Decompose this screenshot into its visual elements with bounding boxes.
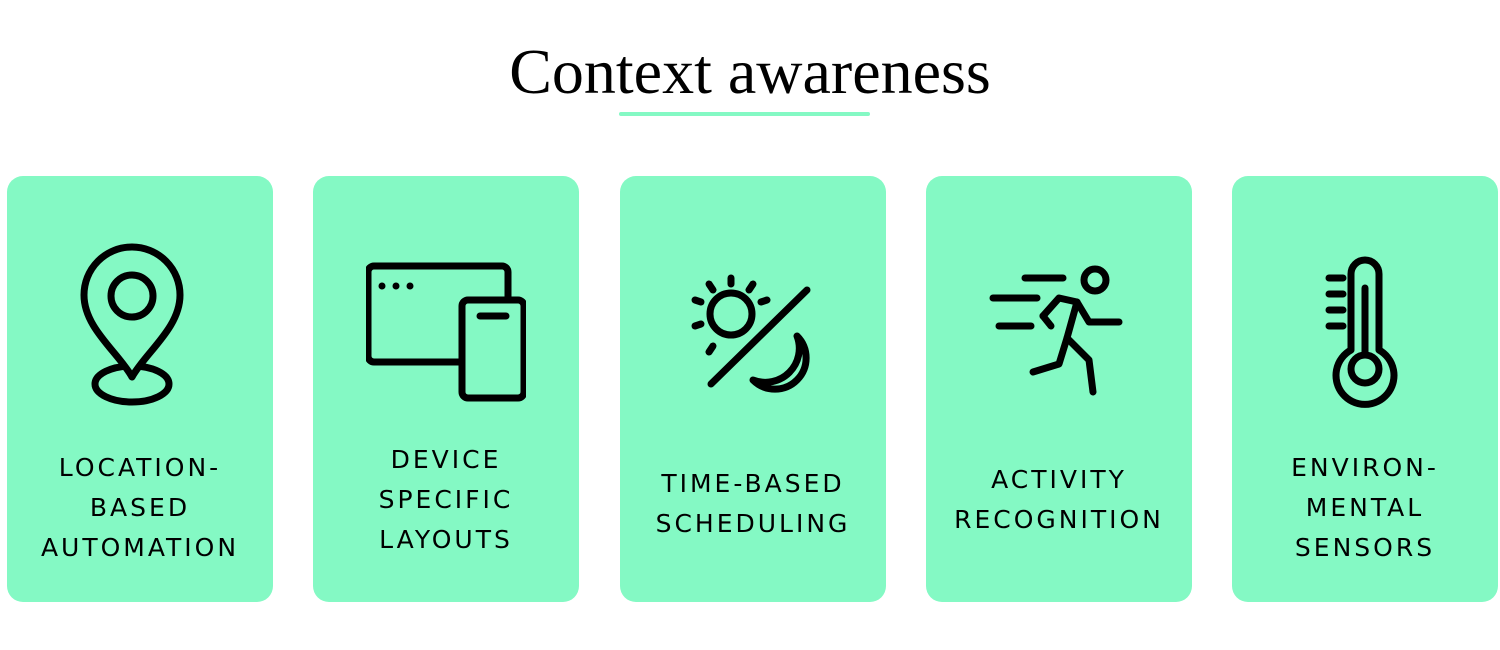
card-environmental-sensors: ENVIRON- MENTAL SENSORS <box>1232 176 1498 602</box>
card-label-line: RECOGNITION <box>954 505 1164 534</box>
card-label-line: LOCATION- <box>58 453 222 482</box>
card-activity-recognition: ACTIVITY RECOGNITION <box>926 176 1192 602</box>
card-time-based-scheduling: TIME-BASED SCHEDULING <box>620 176 886 602</box>
thermometer-icon <box>1285 240 1445 410</box>
title-underline <box>619 112 870 116</box>
devices-icon <box>366 240 526 410</box>
running-person-icon <box>979 240 1139 410</box>
card-label: TIME-BASED SCHEDULING <box>620 464 886 544</box>
card-label-line: AUTOMATION <box>40 533 240 562</box>
card-device-specific-layouts: DEVICE SPECIFIC LAYOUTS <box>313 176 579 602</box>
day-night-icon <box>673 240 833 410</box>
card-label-line: LAYOUTS <box>379 525 513 554</box>
card-label: DEVICE SPECIFIC LAYOUTS <box>313 440 579 560</box>
card-label-line: BASED <box>89 493 191 522</box>
card-label-line: ENVIRON- <box>1291 453 1439 482</box>
card-label-line: DEVICE <box>390 445 502 474</box>
card-location-based-automation: LOCATION- BASED AUTOMATION <box>7 176 273 602</box>
card-label-line: SENSORS <box>1294 533 1436 562</box>
card-label-line: SPECIFIC <box>378 485 514 514</box>
location-pin-icon <box>60 240 220 410</box>
page-title: Context awareness <box>509 36 991 107</box>
card-label: LOCATION- BASED AUTOMATION <box>7 448 273 568</box>
card-label-line: SCHEDULING <box>655 509 851 538</box>
card-label: ACTIVITY RECOGNITION <box>926 460 1192 540</box>
card-label-line: MENTAL <box>1305 493 1425 522</box>
card-label-line: TIME-BASED <box>661 469 845 498</box>
card-label: ENVIRON- MENTAL SENSORS <box>1232 448 1498 568</box>
card-label-line: ACTIVITY <box>991 465 1127 494</box>
